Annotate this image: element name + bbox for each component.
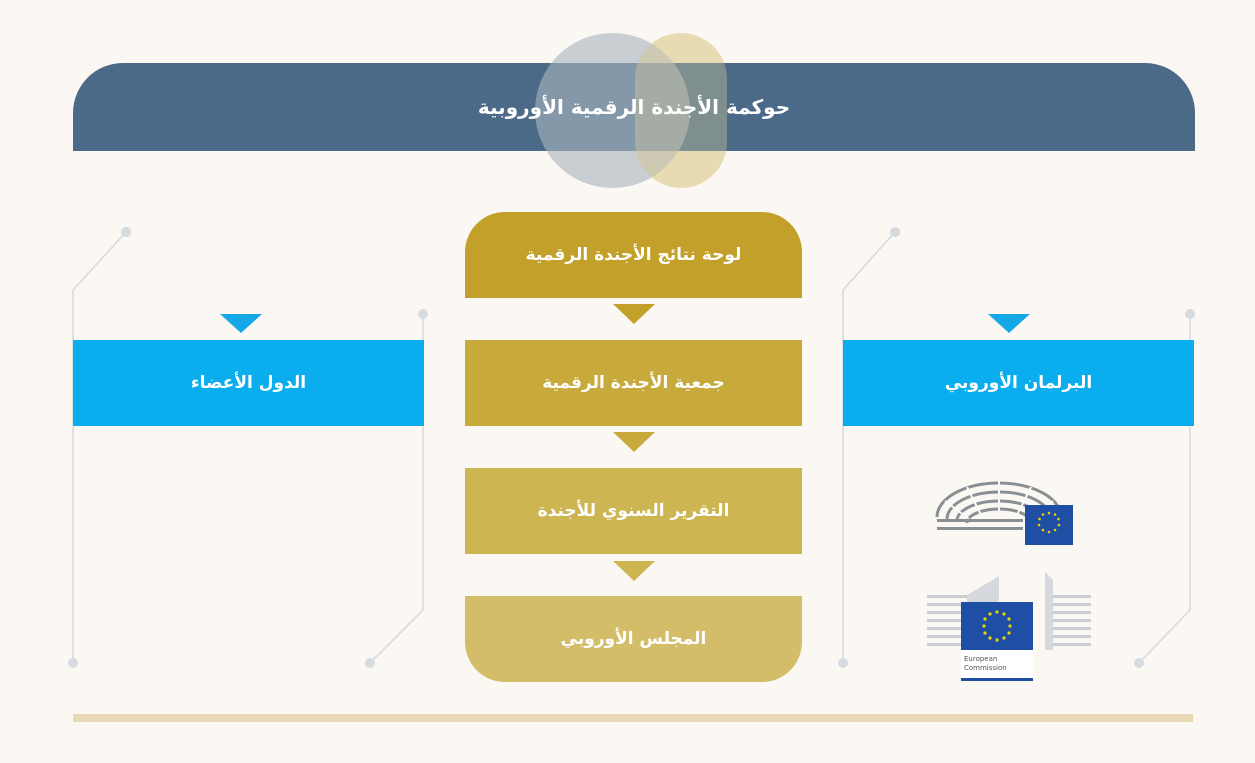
flow-box-label: التقرير السنوي للأجندة	[537, 501, 730, 521]
flow-box-scoreboard: لوحة نتائج الأجندة الرقمية	[465, 212, 802, 298]
flow-box-annual-report: التقرير السنوي للأجندة	[465, 468, 802, 554]
european-parliament-logo-icon	[935, 481, 1073, 545]
member-states-box: الدول الأعضاء	[73, 340, 424, 426]
decor-circle-grey	[535, 33, 690, 188]
european-commission-logo-icon: European Commission	[927, 572, 1091, 681]
connector-dot	[121, 227, 131, 237]
connector-dot	[890, 227, 900, 237]
arrow-down-icon	[613, 432, 655, 452]
european-parliament-box: البرلمان الأوروبي	[843, 340, 1194, 426]
arrow-down-icon	[613, 304, 655, 324]
ec-logo-line2: Commission	[964, 664, 1007, 672]
connector-dot	[1185, 309, 1195, 319]
flow-box-european-council: المجلس الأوروبي	[465, 596, 802, 682]
member-states-label: الدول الأعضاء	[190, 373, 307, 393]
connector-dot	[365, 658, 375, 668]
european-parliament-label: البرلمان الأوروبي	[944, 373, 1093, 393]
connector-dot	[838, 658, 848, 668]
decor-circle-gold-overlay	[635, 33, 727, 188]
arrow-down-icon	[613, 561, 655, 581]
connector-dot	[1134, 658, 1144, 668]
connector-line-left-outer	[72, 231, 127, 663]
arrow-down-icon	[220, 314, 262, 333]
connector-dot	[418, 309, 428, 319]
page-title: حوكمة الأجندة الرقمية الأوروبية	[477, 95, 791, 119]
ec-logo-line1: European	[964, 655, 997, 663]
flow-box-label: لوحة نتائج الأجندة الرقمية	[525, 245, 742, 265]
flow-box-label: المجلس الأوروبي	[560, 629, 707, 649]
connector-dot	[68, 658, 78, 668]
bottom-rule	[73, 714, 1193, 722]
flow-box-label: جمعية الأجندة الرقمية	[542, 373, 725, 393]
arrow-down-icon	[988, 314, 1030, 333]
connector-line-right-inner	[842, 231, 896, 663]
flow-box-assembly: جمعية الأجندة الرقمية	[465, 340, 802, 426]
